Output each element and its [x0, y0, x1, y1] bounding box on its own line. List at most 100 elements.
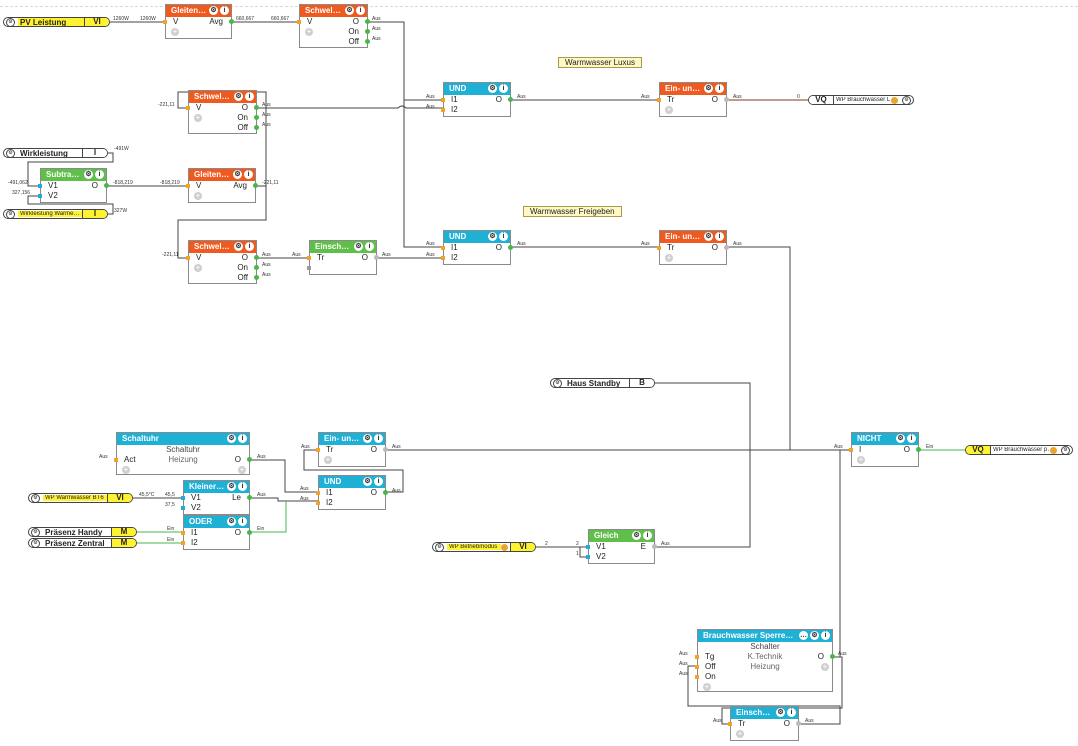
info-icon[interactable]: i	[715, 84, 724, 93]
add-input-icon[interactable]: +	[665, 253, 673, 262]
settings-icon[interactable]: ⚙	[896, 434, 905, 443]
settings-icon[interactable]: ⚙	[234, 92, 243, 101]
info-icon[interactable]: i	[238, 482, 247, 491]
io-gear-icon[interactable]: ⚙	[902, 96, 911, 104]
info-icon[interactable]: i	[715, 232, 724, 241]
add-input-icon[interactable]: +	[171, 27, 179, 36]
add-input-icon[interactable]: +	[736, 729, 744, 738]
info-icon[interactable]: i	[821, 631, 830, 640]
port-label: I1	[451, 95, 458, 104]
info-icon[interactable]: i	[238, 517, 247, 526]
io-pv-leistung[interactable]: ⚙ PV Leistung VI	[3, 17, 110, 27]
add-input-icon[interactable]: +	[857, 455, 865, 464]
io-vq-luxus[interactable]: VQ WP Brauchwasser L… ⚙	[808, 95, 914, 105]
io-wirkleistung-warme[interactable]: ⚙ Wirkleistung Warme… I	[3, 209, 108, 219]
settings-icon[interactable]: ⚙	[234, 242, 243, 251]
settings-icon[interactable]: ⚙	[632, 531, 641, 540]
add-input-icon[interactable]: +	[194, 263, 202, 272]
info-icon[interactable]: i	[499, 232, 508, 241]
add-output-icon[interactable]: +	[238, 465, 246, 474]
info-icon[interactable]: i	[374, 477, 383, 486]
io-gear-icon[interactable]: ⚙	[31, 528, 40, 536]
info-icon[interactable]: i	[245, 92, 254, 101]
io-gear-icon[interactable]: ⚙	[553, 379, 562, 387]
info-icon[interactable]: i	[238, 434, 247, 443]
io-gear-icon[interactable]: ⚙	[31, 539, 40, 547]
add-input-icon[interactable]: +	[194, 191, 202, 200]
io-gear-icon[interactable]: ⚙	[31, 494, 40, 502]
comment-warmwasser-luxus[interactable]: Warmwasser Luxus	[558, 57, 642, 68]
settings-icon[interactable]: ⚙	[227, 434, 236, 443]
io-wp-warmwasser-bt6[interactable]: ⚙ WP Warmwasser BT6 VI	[28, 493, 133, 503]
info-icon[interactable]: i	[245, 242, 254, 251]
settings-icon[interactable]: ⚙	[363, 477, 372, 486]
io-gear-icon[interactable]: ⚙	[435, 543, 444, 551]
settings-icon[interactable]: ⚙	[233, 170, 242, 179]
io-gear-icon[interactable]: ⚙	[6, 149, 15, 157]
io-gear-icon[interactable]: ⚙	[1061, 446, 1070, 454]
info-icon[interactable]: i	[365, 242, 374, 251]
info-icon[interactable]: i	[374, 434, 383, 443]
more-icon[interactable]: …	[799, 631, 808, 640]
comment-warmwasser-freigeben[interactable]: Warmwasser Freigeben	[523, 206, 622, 217]
settings-icon[interactable]: ⚙	[345, 6, 354, 15]
io-wp-betriebmodus[interactable]: ⚙ WP Betriebmodus VI	[432, 542, 536, 552]
io-gear-icon[interactable]: ⚙	[6, 18, 15, 26]
info-icon[interactable]: i	[95, 170, 104, 179]
info-icon[interactable]: i	[356, 6, 365, 15]
io-wirkleistung[interactable]: ⚙ Wirkleistung I	[3, 148, 108, 158]
settings-icon[interactable]: ⚙	[810, 631, 819, 640]
io-vq-brauchwasser[interactable]: VQ WP Brauchwasser p… ⚙	[965, 445, 1073, 455]
settings-icon[interactable]: ⚙	[227, 482, 236, 491]
settings-icon[interactable]: ⚙	[488, 84, 497, 93]
add-input-icon[interactable]: +	[305, 27, 313, 36]
add-input-icon[interactable]: +	[703, 682, 711, 691]
settings-icon[interactable]: ⚙	[363, 434, 372, 443]
io-gear-icon[interactable]: ⚙	[6, 210, 15, 218]
info-icon[interactable]: i	[244, 170, 253, 179]
add-input-icon[interactable]: +	[122, 465, 130, 474]
add-output-icon[interactable]: +	[821, 662, 829, 671]
settings-icon[interactable]: ⚙	[704, 232, 713, 241]
settings-icon[interactable]: ⚙	[84, 170, 93, 179]
settings-icon[interactable]: ⚙	[354, 242, 363, 251]
io-haus-standby[interactable]: ⚙ Haus Standby B	[550, 378, 655, 388]
info-icon[interactable]: i	[643, 531, 652, 540]
settings-icon[interactable]: ⚙	[209, 6, 218, 15]
info-icon[interactable]: i	[787, 708, 796, 717]
settings-icon[interactable]: ⚙	[488, 232, 497, 241]
io-praesenz-zentral[interactable]: ⚙ Präsenz Zentral M	[28, 538, 137, 548]
settings-icon[interactable]: ⚙	[227, 517, 236, 526]
settings-icon[interactable]: ⚙	[776, 708, 785, 717]
settings-icon[interactable]: ⚙	[704, 84, 713, 93]
add-input-icon[interactable]: +	[194, 113, 202, 122]
io-praesenz-handy[interactable]: ⚙ Präsenz Handy M	[28, 527, 137, 537]
add-input-icon[interactable]: +	[324, 455, 332, 464]
output-port	[508, 97, 513, 102]
add-input-icon[interactable]: +	[665, 105, 673, 114]
info-icon[interactable]: i	[907, 434, 916, 443]
info-icon[interactable]: i	[220, 6, 229, 15]
info-icon[interactable]: i	[499, 84, 508, 93]
